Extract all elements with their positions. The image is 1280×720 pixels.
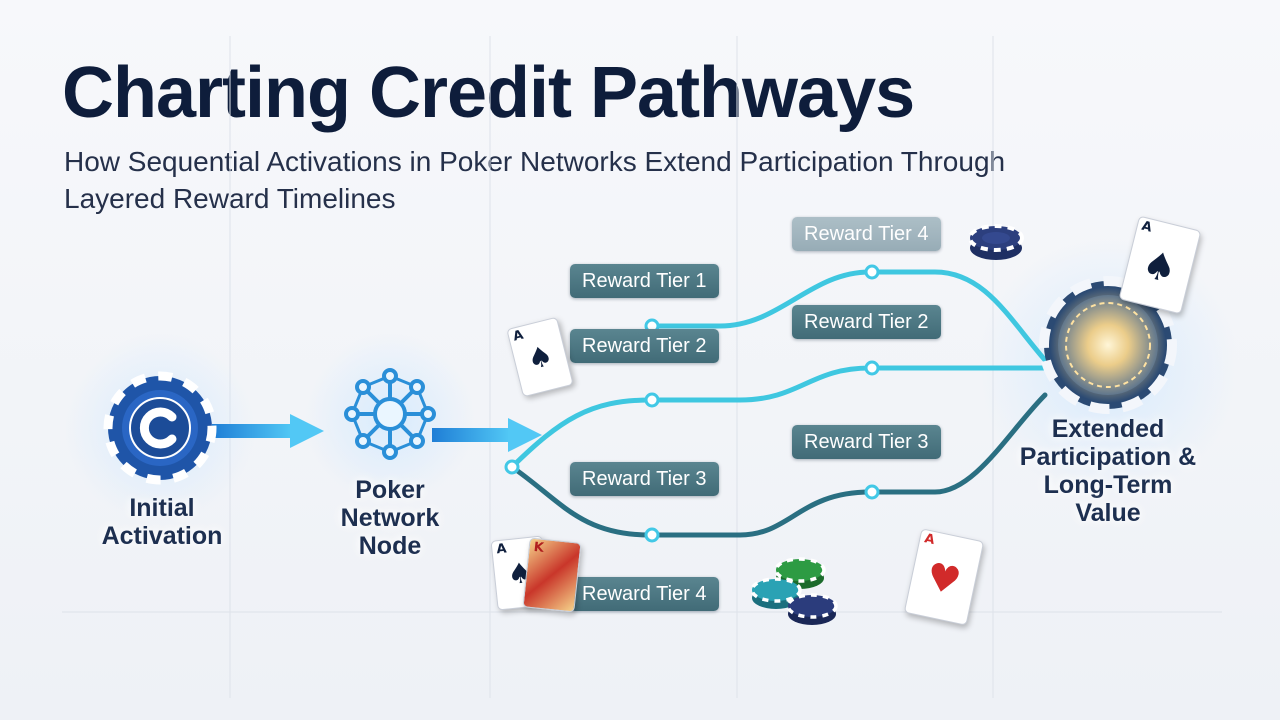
initial-activation-label: Initial Activation (101, 494, 223, 550)
pathway-lower (509, 392, 1048, 538)
page-subtitle: How Sequential Activations in Poker Netw… (64, 146, 1006, 214)
poker-network-node-label: Poker Network Node (340, 476, 440, 560)
waypoint-dot (864, 484, 880, 500)
waypoint-dot (504, 459, 520, 475)
credit-chip-icon (103, 371, 217, 485)
reward-tier-pill: Reward Tier 1 (570, 264, 719, 298)
king-of-hearts-card: K (522, 537, 582, 613)
extended-participation-label: Extended Participation & Long-Term Value (1019, 415, 1197, 527)
waypoint-dot (644, 527, 660, 543)
reward-tier-pill: Reward Tier 4 (570, 577, 719, 611)
pathway-dots (504, 264, 880, 543)
chip-stack-icon (968, 224, 1024, 260)
network-arrow (432, 418, 542, 452)
reward-tier-pill: Reward Tier 2 (792, 305, 941, 339)
reward-tier-pill: Reward Tier 3 (792, 425, 941, 459)
glowing-chip-icon (1039, 276, 1177, 414)
waypoint-dot (864, 360, 880, 376)
network-node-icon (344, 368, 436, 460)
activation-arrow (212, 414, 324, 448)
reward-tier-pill: Reward Tier 2 (570, 329, 719, 363)
chip-pile-icon (750, 557, 838, 625)
waypoint-dot (864, 264, 880, 280)
page-title: Charting Credit Pathways (62, 53, 915, 133)
reward-tier-pill: Reward Tier 4 (792, 217, 941, 251)
pathway-mid (509, 365, 1048, 470)
waypoint-dot (644, 392, 660, 408)
reward-tier-pill: Reward Tier 3 (570, 462, 719, 496)
